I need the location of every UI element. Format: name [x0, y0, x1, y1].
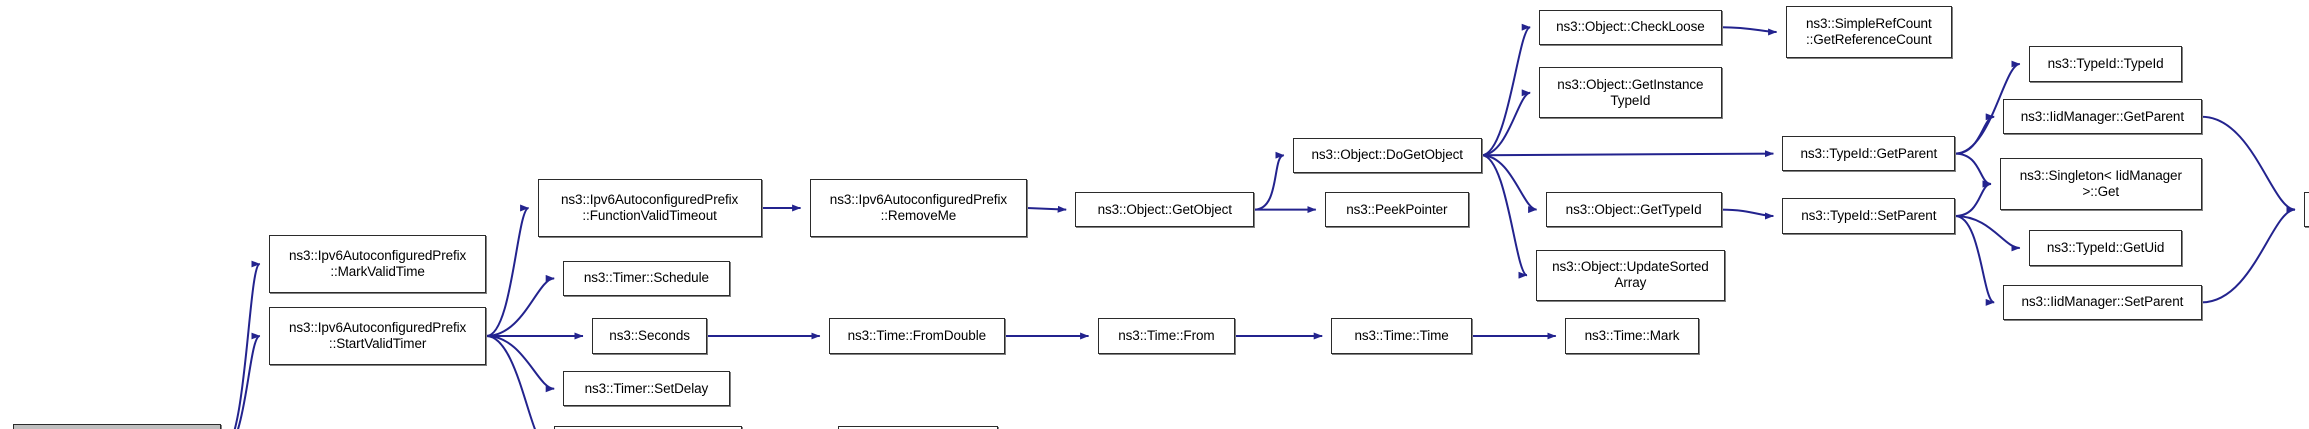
graph-edge: [1721, 208, 1774, 220]
graph-node[interactable]: ns3::Ipv6AutoconfiguredPrefix ::Function…: [12, 424, 221, 429]
graph-node-label: ns3::TypeId::GetUid: [2046, 239, 2165, 255]
graph-edge: [1955, 113, 1995, 155]
graph-node[interactable]: ns3::MakeTimerImpl: [838, 425, 999, 429]
graph-edge: [1481, 89, 1531, 157]
graph-node[interactable]: ns3::SimpleRefCount ::GetReferenceCount: [1785, 6, 1952, 58]
graph-node[interactable]: ns3::Time::FromDouble: [828, 318, 1005, 354]
graph-edge: [1955, 152, 1992, 188]
graph-edge: [486, 204, 530, 337]
graph-node-label: ns3::Time::Time: [1354, 327, 1449, 343]
graph-node[interactable]: ns3::Object::DoGetObject: [1292, 137, 1482, 173]
graph-node[interactable]: ns3::PeekPointer: [1324, 192, 1469, 228]
graph-node[interactable]: ns3::IidManager::LookupInformation: [2304, 192, 2309, 228]
graph-node-label: ns3::Time::From: [1118, 327, 1215, 343]
graph-node[interactable]: ns3::Timer::SetFunction: [553, 425, 743, 429]
graph-node[interactable]: ns3::Time::From: [1097, 318, 1236, 354]
graph-node[interactable]: ns3::Object::CheckLoose: [1539, 9, 1722, 45]
graph-edge: [486, 335, 555, 393]
graph-node-label: ns3::Object::UpdateSorted Array: [1552, 259, 1709, 291]
graph-node[interactable]: ns3::TypeId::GetUid: [2028, 230, 2183, 266]
graph-node-label: ns3::Ipv6AutoconfiguredPrefix ::MarkVali…: [288, 247, 467, 279]
graph-node-label: ns3::Ipv6AutoconfiguredPrefix ::Function…: [560, 191, 739, 223]
graph-edge: [1955, 180, 1992, 217]
graph-node[interactable]: ns3::Ipv6AutoconfiguredPrefix ::StartVal…: [268, 307, 487, 365]
graph-node[interactable]: ns3::Time::Time: [1331, 318, 1472, 354]
graph-node-label: ns3::Singleton< IidManager >::Get: [2019, 167, 2182, 199]
graph-node[interactable]: ns3::TypeId::TypeId: [2028, 46, 2183, 82]
graph-node[interactable]: ns3::Seconds: [592, 318, 708, 354]
graph-node-label: ns3::Object::GetObject: [1097, 201, 1232, 217]
graph-node-label: ns3::Ipv6AutoconfiguredPrefix ::StartVal…: [288, 319, 467, 351]
graph-node-label: ns3::Object::CheckLoose: [1556, 19, 1705, 35]
graph-edge: [486, 335, 536, 429]
graph-edge: [2201, 206, 2296, 304]
graph-node-label: ns3::Timer::Schedule: [583, 270, 709, 286]
graph-node[interactable]: ns3::TypeId::GetParent: [1782, 136, 1956, 172]
graph-edge: [1027, 205, 1067, 213]
graph-node-label: ns3::Timer::SetDelay: [584, 380, 709, 396]
graph-node-label: ns3::IidManager::SetParent: [2021, 294, 2184, 310]
graph-node-label: ns3::Object::GetTypeId: [1565, 201, 1702, 217]
graph-edge: [1481, 154, 1538, 214]
graph-edge: [1481, 150, 1774, 158]
graph-edge: [1721, 26, 1778, 36]
graph-node[interactable]: ns3::TypeId::SetParent: [1782, 198, 1956, 234]
graph-node[interactable]: ns3::Object::GetInstance TypeId: [1539, 67, 1722, 119]
graph-node[interactable]: ns3::Ipv6AutoconfiguredPrefix ::RemoveMe: [809, 179, 1028, 237]
graph-edge: [486, 274, 555, 337]
graph-edge: [1481, 154, 1528, 279]
graph-node[interactable]: ns3::Ipv6AutoconfiguredPrefix ::Function…: [537, 179, 762, 237]
graph-node[interactable]: ns3::Time::Mark: [1564, 318, 1700, 354]
graph-edge: [233, 260, 261, 429]
graph-edge: [1955, 215, 2021, 252]
graph-node-label: ns3::IidManager::GetParent: [2020, 108, 2184, 124]
graph-node-label: ns3::PeekPointer: [1346, 201, 1448, 217]
graph-node-label: ns3::Time::FromDouble: [847, 327, 987, 343]
graph-node[interactable]: ns3::Timer::SetDelay: [563, 371, 730, 407]
graph-node-label: ns3::Object::GetInstance TypeId: [1557, 76, 1704, 108]
graph-node-label: ns3::TypeId::GetParent: [1800, 145, 1938, 161]
graph-edge: [2201, 115, 2296, 214]
graph-node[interactable]: ns3::IidManager::GetParent: [2003, 99, 2202, 135]
graph-edge: [1481, 23, 1532, 157]
graph-node-label: ns3::Object::DoGetObject: [1311, 147, 1463, 163]
graph-edge: [1955, 215, 1995, 306]
graph-node[interactable]: ns3::Object::GetObject: [1075, 192, 1255, 228]
graph-node[interactable]: ns3::Object::UpdateSorted Array: [1536, 249, 1725, 301]
graph-node-label: ns3::SimpleRefCount ::GetReferenceCount: [1805, 15, 1932, 47]
graph-node[interactable]: ns3::Timer::Schedule: [563, 260, 730, 296]
graph-node[interactable]: ns3::Singleton< IidManager >::Get: [2000, 158, 2202, 210]
graph-node[interactable]: ns3::Object::GetTypeId: [1545, 192, 1722, 228]
graph-node-label: ns3::TypeId::SetParent: [1801, 207, 1937, 223]
graph-node-label: ns3::TypeId::TypeId: [2047, 55, 2164, 71]
graph-node-label: ns3::Seconds: [609, 327, 690, 343]
graph-node-label: ns3::Ipv6AutoconfiguredPrefix ::RemoveMe: [829, 191, 1007, 223]
graph-edge: [236, 332, 261, 429]
graph-node[interactable]: ns3::Ipv6AutoconfiguredPrefix ::MarkVali…: [268, 235, 487, 293]
graph-node[interactable]: ns3::IidManager::SetParent: [2003, 284, 2202, 320]
graph-edge: [1254, 151, 1285, 211]
graph-node-label: ns3::Time::Mark: [1584, 327, 1680, 343]
